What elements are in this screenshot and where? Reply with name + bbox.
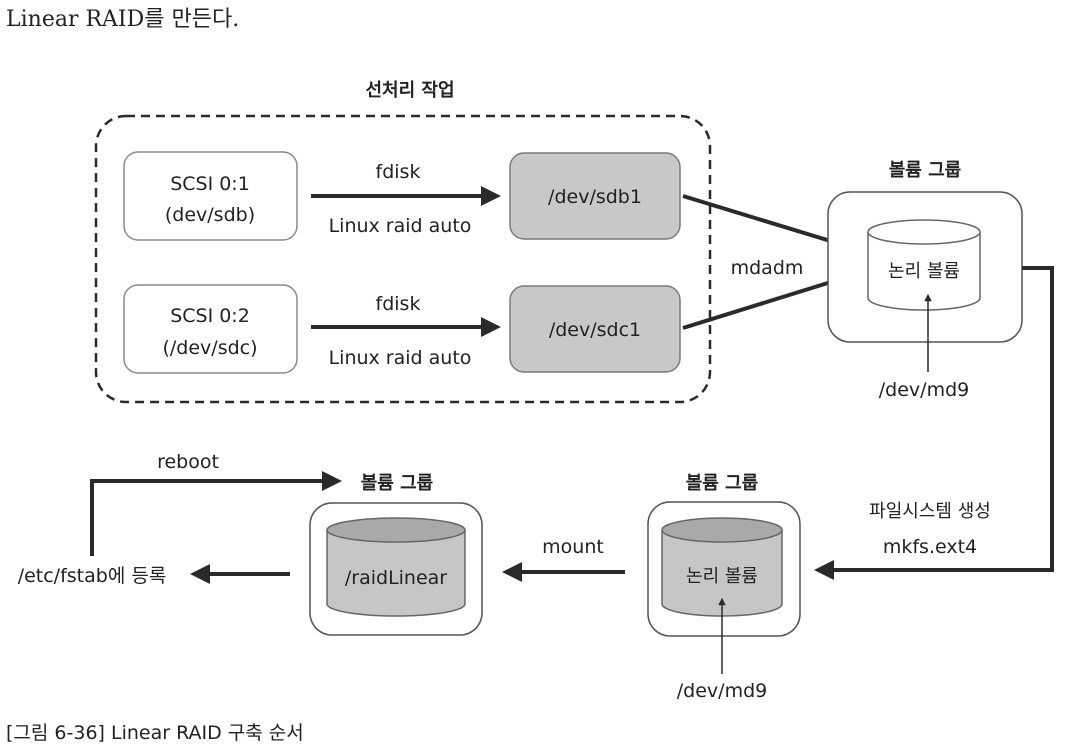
volume-group-2-title: 볼륨 그룹 bbox=[686, 473, 759, 494]
raid-linear-label: /raidLinear bbox=[345, 567, 447, 589]
disk-box-scsi-0-2 bbox=[123, 284, 298, 374]
preprocess-region bbox=[94, 114, 712, 404]
preprocess-title: 선처리 작업 bbox=[365, 80, 454, 101]
partition-box-sdc1 bbox=[509, 285, 681, 373]
disk2-device: (/dev/sdc) bbox=[162, 337, 257, 359]
fdisk-label-2: fdisk bbox=[376, 293, 421, 315]
partition-sdc1-label: /dev/sdc1 bbox=[549, 319, 641, 341]
filesystem-label: 파일시스템 생성 bbox=[869, 501, 991, 522]
raid-type-label-2: Linux raid auto bbox=[329, 347, 472, 369]
volume-group-1-title: 볼륨 그룹 bbox=[889, 160, 962, 181]
logical-volume-1-label: 논리 볼륨 bbox=[888, 261, 960, 282]
mount-label: mount bbox=[542, 536, 604, 558]
figure-caption: [그림 6-36] Linear RAID 구축 순서 bbox=[6, 722, 304, 744]
raid-type-label-1: Linux raid auto bbox=[329, 215, 472, 237]
raid-linear-cylinder bbox=[326, 517, 466, 617]
reboot-label: reboot bbox=[157, 451, 219, 473]
disk2-name: SCSI 0:2 bbox=[170, 305, 250, 327]
disk-box-scsi-0-1 bbox=[123, 151, 298, 241]
disk1-name: SCSI 0:1 bbox=[170, 173, 250, 195]
partition-sdb1-label: /dev/sdb1 bbox=[548, 186, 642, 208]
md9-label-1: /dev/md9 bbox=[879, 379, 969, 401]
logical-volume-2-label: 논리 볼륨 bbox=[686, 566, 758, 587]
partition-box-sdb1 bbox=[509, 152, 681, 240]
filesystem-command: mkfs.ext4 bbox=[883, 536, 977, 558]
fdisk-label-1: fdisk bbox=[376, 161, 421, 183]
disk1-device: (dev/sdb) bbox=[165, 204, 255, 226]
fstab-label: /etc/fstab에 등록 bbox=[18, 565, 167, 587]
intro-text: Linear RAID를 만든다. bbox=[6, 7, 239, 32]
md9-label-2: /dev/md9 bbox=[677, 680, 767, 702]
logical-volume-1-cylinder bbox=[867, 219, 981, 311]
reboot-arrow bbox=[90, 471, 342, 556]
volume-group-3-title: 볼륨 그룹 bbox=[361, 473, 434, 494]
mkfs-arrow bbox=[814, 266, 1054, 580]
mdadm-label: mdadm bbox=[731, 257, 804, 279]
